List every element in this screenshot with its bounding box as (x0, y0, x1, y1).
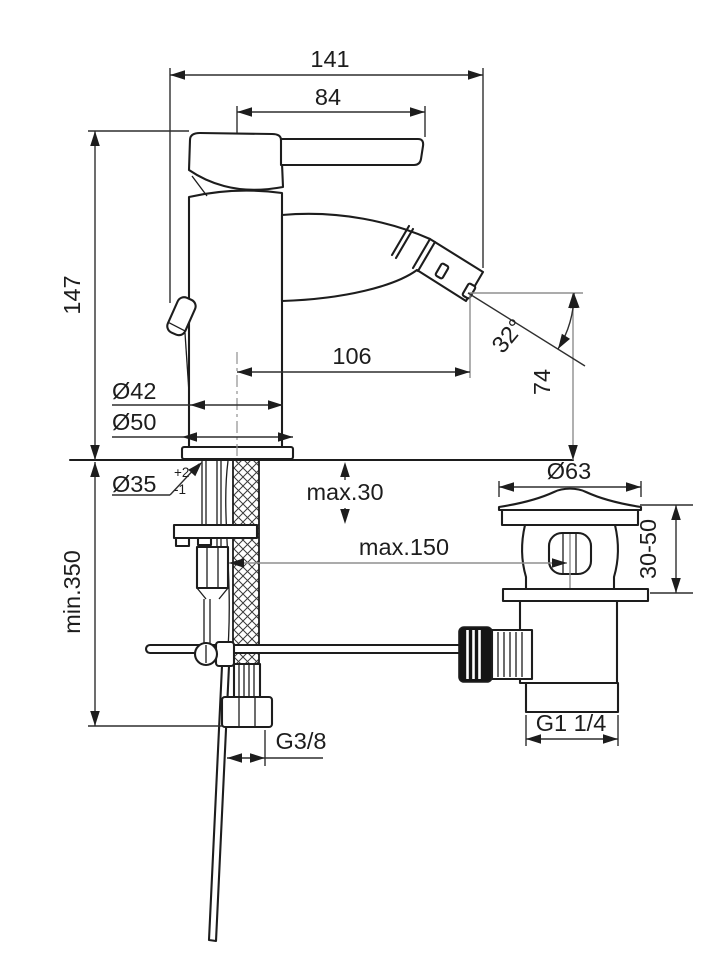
arrowhead (410, 107, 425, 117)
waste-threaded-tail (524, 681, 620, 714)
hose-ribbed-section (232, 662, 262, 699)
waste-cap-dome (497, 487, 643, 512)
dim-label-32deg: 32° (486, 314, 529, 358)
dim-label-d35: Ø35 (112, 471, 156, 497)
bidet-mixer-outline (166, 131, 485, 466)
arrowhead (90, 462, 100, 477)
arrowhead (468, 70, 483, 80)
waste-lower-flange (501, 587, 650, 603)
arrowhead (170, 70, 185, 80)
lever-handle (279, 137, 425, 167)
aerator-ring-line (411, 237, 432, 270)
arrowhead (340, 462, 350, 477)
hub-collar-line (191, 175, 208, 197)
waste-flange (500, 508, 640, 527)
dim-label-d42: Ø42 (112, 378, 156, 404)
dimension-min-hose-length: min.350 (59, 462, 222, 727)
arrowhead (671, 505, 681, 520)
popup-waste-assembly (458, 487, 650, 714)
faucet-spout (280, 212, 485, 303)
aerator-notch (434, 262, 450, 280)
spout-joint-line (394, 227, 415, 260)
mounting-nut (195, 545, 230, 590)
dimension-waste-thread: G1 1/4 (525, 710, 619, 746)
dim-label-min350: min.350 (59, 550, 85, 634)
dimension-waste-height-range: 30-50 (635, 504, 693, 594)
arrowhead (237, 107, 252, 117)
dim-label-141: 141 (310, 46, 349, 72)
arrowhead (278, 432, 293, 442)
dim-label-g38: G3/8 (276, 728, 327, 754)
dim-label-d50: Ø50 (112, 409, 156, 435)
waste-lower-body (518, 599, 619, 685)
dimension-body-diameter: Ø42 (112, 378, 283, 410)
nut-taper-line (218, 587, 229, 600)
arrowhead (499, 482, 514, 492)
dim-label-g114: G1 1/4 (536, 710, 607, 736)
arrowhead (90, 131, 100, 146)
dim-label-74: 74 (529, 369, 555, 395)
dimension-hole-diameter: Ø35 +2 -1 (112, 458, 206, 497)
bracket-hook (174, 536, 191, 548)
mounting-bracket (172, 523, 259, 540)
balljoint-collar (490, 628, 534, 681)
dim-label-30-50: 30-50 (635, 519, 661, 579)
arrowhead (671, 578, 681, 593)
dimension-waste-cap-diameter: Ø63 (498, 458, 642, 497)
dim-label-d35-tol-plus: +2 (174, 465, 189, 480)
aerator-ring-line (416, 240, 437, 273)
arrowhead (626, 482, 641, 492)
dim-label-84: 84 (315, 84, 341, 110)
dimension-spout-reach: 106 (237, 295, 471, 378)
rod-coupling-collar (214, 640, 236, 668)
dimension-rod-reach: max.150 (229, 534, 567, 568)
dimension-deck-thickness: max.30 (306, 462, 384, 524)
dimension-base-diameter: Ø50 (112, 409, 293, 442)
under-deck-assembly (144, 459, 468, 943)
balljoint-knurled-nut (458, 626, 493, 683)
cartridge-hub (187, 131, 285, 191)
spout-joint-line (390, 224, 411, 257)
dim-label-106: 106 (332, 343, 371, 369)
hose-inner-curve (225, 460, 230, 649)
nut-taper-line (196, 587, 207, 600)
dim-label-max30: max.30 (306, 479, 383, 505)
hose-connector-nut (220, 695, 274, 729)
dim-label-d63: Ø63 (547, 458, 591, 484)
faucet-body (187, 189, 284, 452)
arrowhead (340, 509, 350, 524)
popup-horizontal-rod (144, 643, 468, 655)
dimension-spout-angle: 32° (467, 292, 586, 367)
dim-label-147: 147 (59, 275, 85, 314)
bracket-hook (196, 536, 213, 547)
dimension-outlet-height: 74 (468, 292, 583, 460)
arrowhead (90, 445, 100, 460)
arrowhead (455, 367, 470, 377)
dim-label-d35-tol-minus: -1 (174, 482, 186, 497)
arrowhead (250, 753, 265, 763)
popup-knob (166, 296, 197, 337)
arrowhead (227, 753, 242, 763)
dimension-height-147: 147 (59, 130, 189, 460)
dimension-supply-thread: G3/8 (227, 728, 326, 766)
dimension-total-length: 141 (169, 46, 484, 303)
dimension-handle-length: 84 (236, 84, 426, 137)
dim-label-max150: max.150 (359, 534, 449, 560)
arrowhead (90, 711, 100, 726)
